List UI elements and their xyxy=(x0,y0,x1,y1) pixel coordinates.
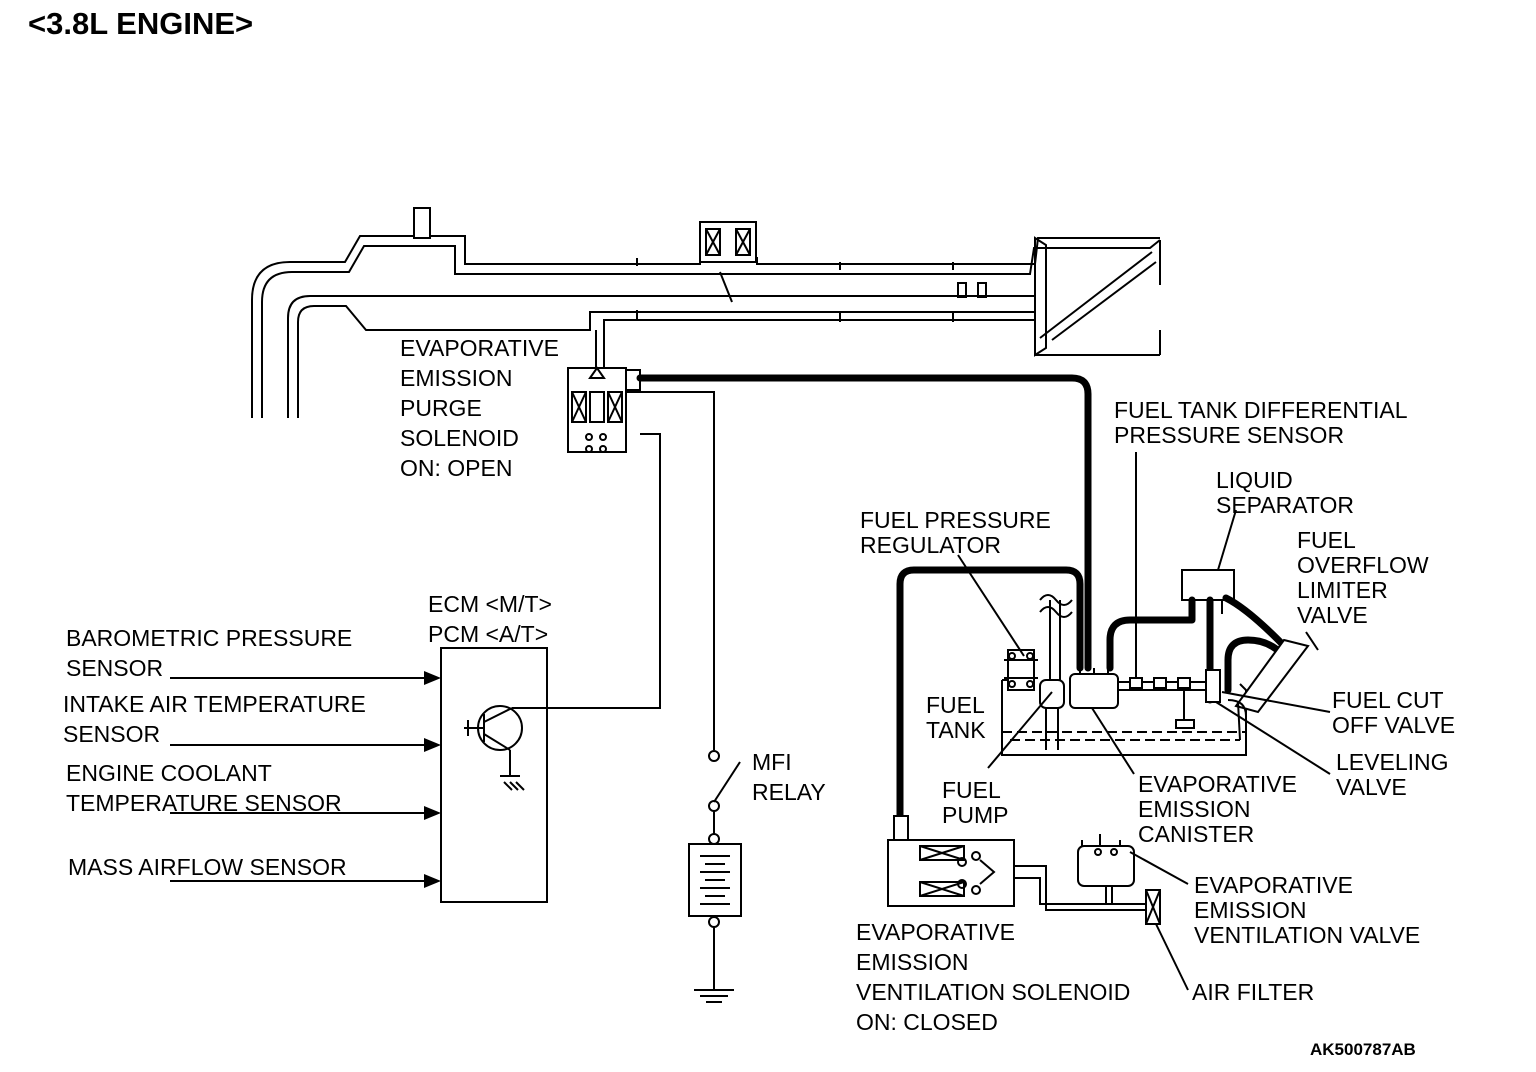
purge-hose xyxy=(636,374,1092,672)
separator-hose xyxy=(1106,596,1196,672)
barometric-sensor-label: BAROMETRIC PRESSURE SENSOR xyxy=(66,625,359,681)
ecm-pcm-label: ECM <M/T> PCM <A/T> xyxy=(428,591,558,647)
evaporative-emission-canister xyxy=(1069,673,1119,709)
fuel-pump xyxy=(1039,679,1065,750)
tank-top-line xyxy=(1118,452,1218,729)
liquid-separator xyxy=(1181,509,1237,614)
liquid-separator-label: LIQUID SEPARATOR xyxy=(1216,467,1354,518)
intake-manifold xyxy=(251,207,1161,418)
air-filter-label: AIR FILTER xyxy=(1192,979,1314,1005)
fuel-tank-diff-sensor-label: FUEL TANK DIFFERENTIAL PRESSURE SENSOR xyxy=(1114,397,1413,448)
ecm-pcm-box xyxy=(440,647,548,903)
ventilation-valve-label: EVAPORATIVE EMISSION VENTILATION VALVE xyxy=(1194,872,1420,948)
fuel-cut-off-valve-label: FUEL CUT OFF VALVE xyxy=(1332,687,1455,738)
leveling-valve-label: LEVELING VALVE xyxy=(1336,749,1455,800)
intake-air-sensor-label: INTAKE AIR TEMPERATURE SENSOR xyxy=(63,691,372,747)
transistor-symbol xyxy=(464,433,661,791)
fuel-return-hose xyxy=(896,566,1084,824)
diagram-title: <3.8L ENGINE> xyxy=(28,6,253,41)
fuel-pressure-regulator xyxy=(1004,649,1038,691)
sensor-inputs xyxy=(170,671,441,888)
purge-solenoid xyxy=(567,330,641,453)
coolant-sensor-label: ENGINE COOLANT TEMPERATURE SENSOR xyxy=(66,760,342,816)
mass-airflow-sensor-label: MASS AIRFLOW SENSOR xyxy=(68,854,347,880)
ventilation-valve xyxy=(1077,834,1189,904)
canister-label: EVAPORATIVE EMISSION CANISTER xyxy=(1138,771,1303,847)
mfi-relay-circuit xyxy=(626,391,742,1003)
fuel-tank-label: FUEL TANK xyxy=(926,692,990,743)
ventilation-solenoid-label: EVAPORATIVE EMISSION VENTILATION SOLENOI… xyxy=(856,919,1137,1035)
fuel-pressure-regulator-label: FUEL PRESSURE REGULATOR xyxy=(860,507,1057,558)
ventilation-solenoid xyxy=(887,815,1146,911)
mfi-relay-label: MFI RELAY xyxy=(752,749,826,805)
fuel-overflow-label: FUEL OVERFLOW LIMITER VALVE xyxy=(1297,527,1435,628)
fuel-overflow-limiter-valve xyxy=(1234,631,1319,741)
fuel-pump-label: FUEL PUMP xyxy=(942,777,1008,828)
air-filter xyxy=(1145,889,1189,991)
fuel-cut-off-valve xyxy=(1205,669,1247,720)
reference-code: AK500787AB xyxy=(1310,1040,1416,1059)
cut-off-hose xyxy=(1224,636,1286,694)
purge-solenoid-label: EVAPORATIVE EMISSION PURGE SOLENOID ON: … xyxy=(400,335,565,481)
leader-lines xyxy=(957,554,1331,775)
